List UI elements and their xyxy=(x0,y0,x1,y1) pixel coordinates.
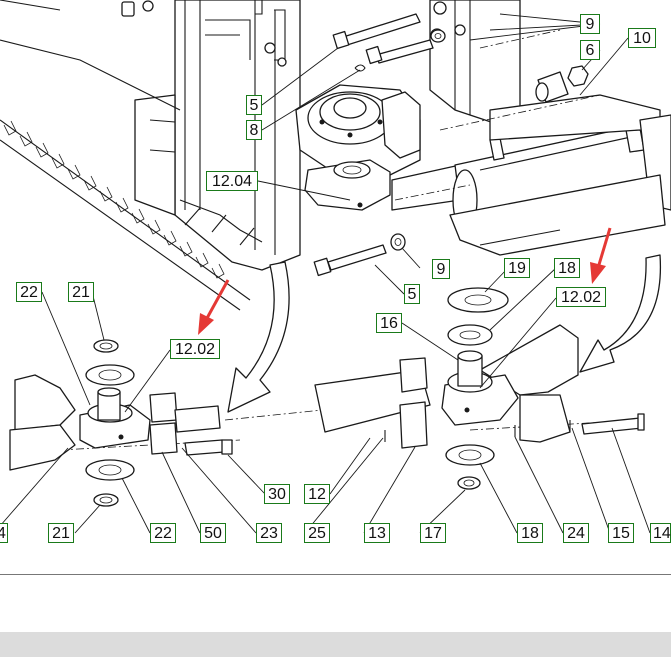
callout-5-lower: 5 xyxy=(404,284,420,304)
leader-lines xyxy=(0,13,651,534)
callout-14-right: 14 xyxy=(650,523,671,543)
callout-22-bottom: 22 xyxy=(150,523,176,543)
page-divider xyxy=(0,574,671,575)
corrugated-rail xyxy=(0,119,251,311)
callout-16: 16 xyxy=(376,313,402,333)
red-indicator-arrows xyxy=(198,227,612,335)
callout-22-top: 22 xyxy=(16,282,42,302)
callout-13: 13 xyxy=(364,523,390,543)
callout-9-lower: 9 xyxy=(432,259,450,279)
lower-left-assembly xyxy=(9,374,233,471)
exploded-parts-diagram xyxy=(0,0,671,534)
callout-12-02-right: 12.02 xyxy=(556,287,606,307)
callout-6: 6 xyxy=(580,40,600,60)
callout-12: 12 xyxy=(304,484,330,504)
part-12-04-clamp xyxy=(304,159,461,211)
lower-bolt-washer xyxy=(313,233,406,277)
callout-12-04: 12.04 xyxy=(206,171,258,191)
callout-19: 19 xyxy=(504,258,530,278)
callout-10: 10 xyxy=(628,28,656,48)
bearing-housing xyxy=(295,84,421,176)
callout-17: 17 xyxy=(420,523,446,543)
callout-9-top: 9 xyxy=(580,14,600,34)
callout-24: 24 xyxy=(563,523,589,543)
bottom-bar xyxy=(0,632,671,657)
callout-21-top: 21 xyxy=(68,282,94,302)
assembly-arrows xyxy=(227,254,662,413)
upper-bolts-washers xyxy=(332,13,446,72)
callout-25: 25 xyxy=(304,523,330,543)
callout-14-left: 4 xyxy=(0,523,8,543)
callout-50: 50 xyxy=(200,523,226,543)
callout-12-02-left: 12.02 xyxy=(170,339,220,359)
callout-8: 8 xyxy=(246,120,262,140)
upper-right-bracket xyxy=(429,0,521,126)
lower-right-assembly xyxy=(314,287,645,490)
callout-18-bottom: 18 xyxy=(517,523,543,543)
top-bolts xyxy=(121,0,287,67)
callout-15: 15 xyxy=(608,523,634,543)
callout-23: 23 xyxy=(256,523,282,543)
left-washer-stack xyxy=(85,339,135,507)
callout-21-bottom: 21 xyxy=(48,523,74,543)
part-6-bushing xyxy=(535,65,589,103)
callout-30: 30 xyxy=(264,484,290,504)
callout-5-top: 5 xyxy=(246,95,262,115)
callout-18-top: 18 xyxy=(554,258,580,278)
chassis-frame xyxy=(0,0,301,271)
